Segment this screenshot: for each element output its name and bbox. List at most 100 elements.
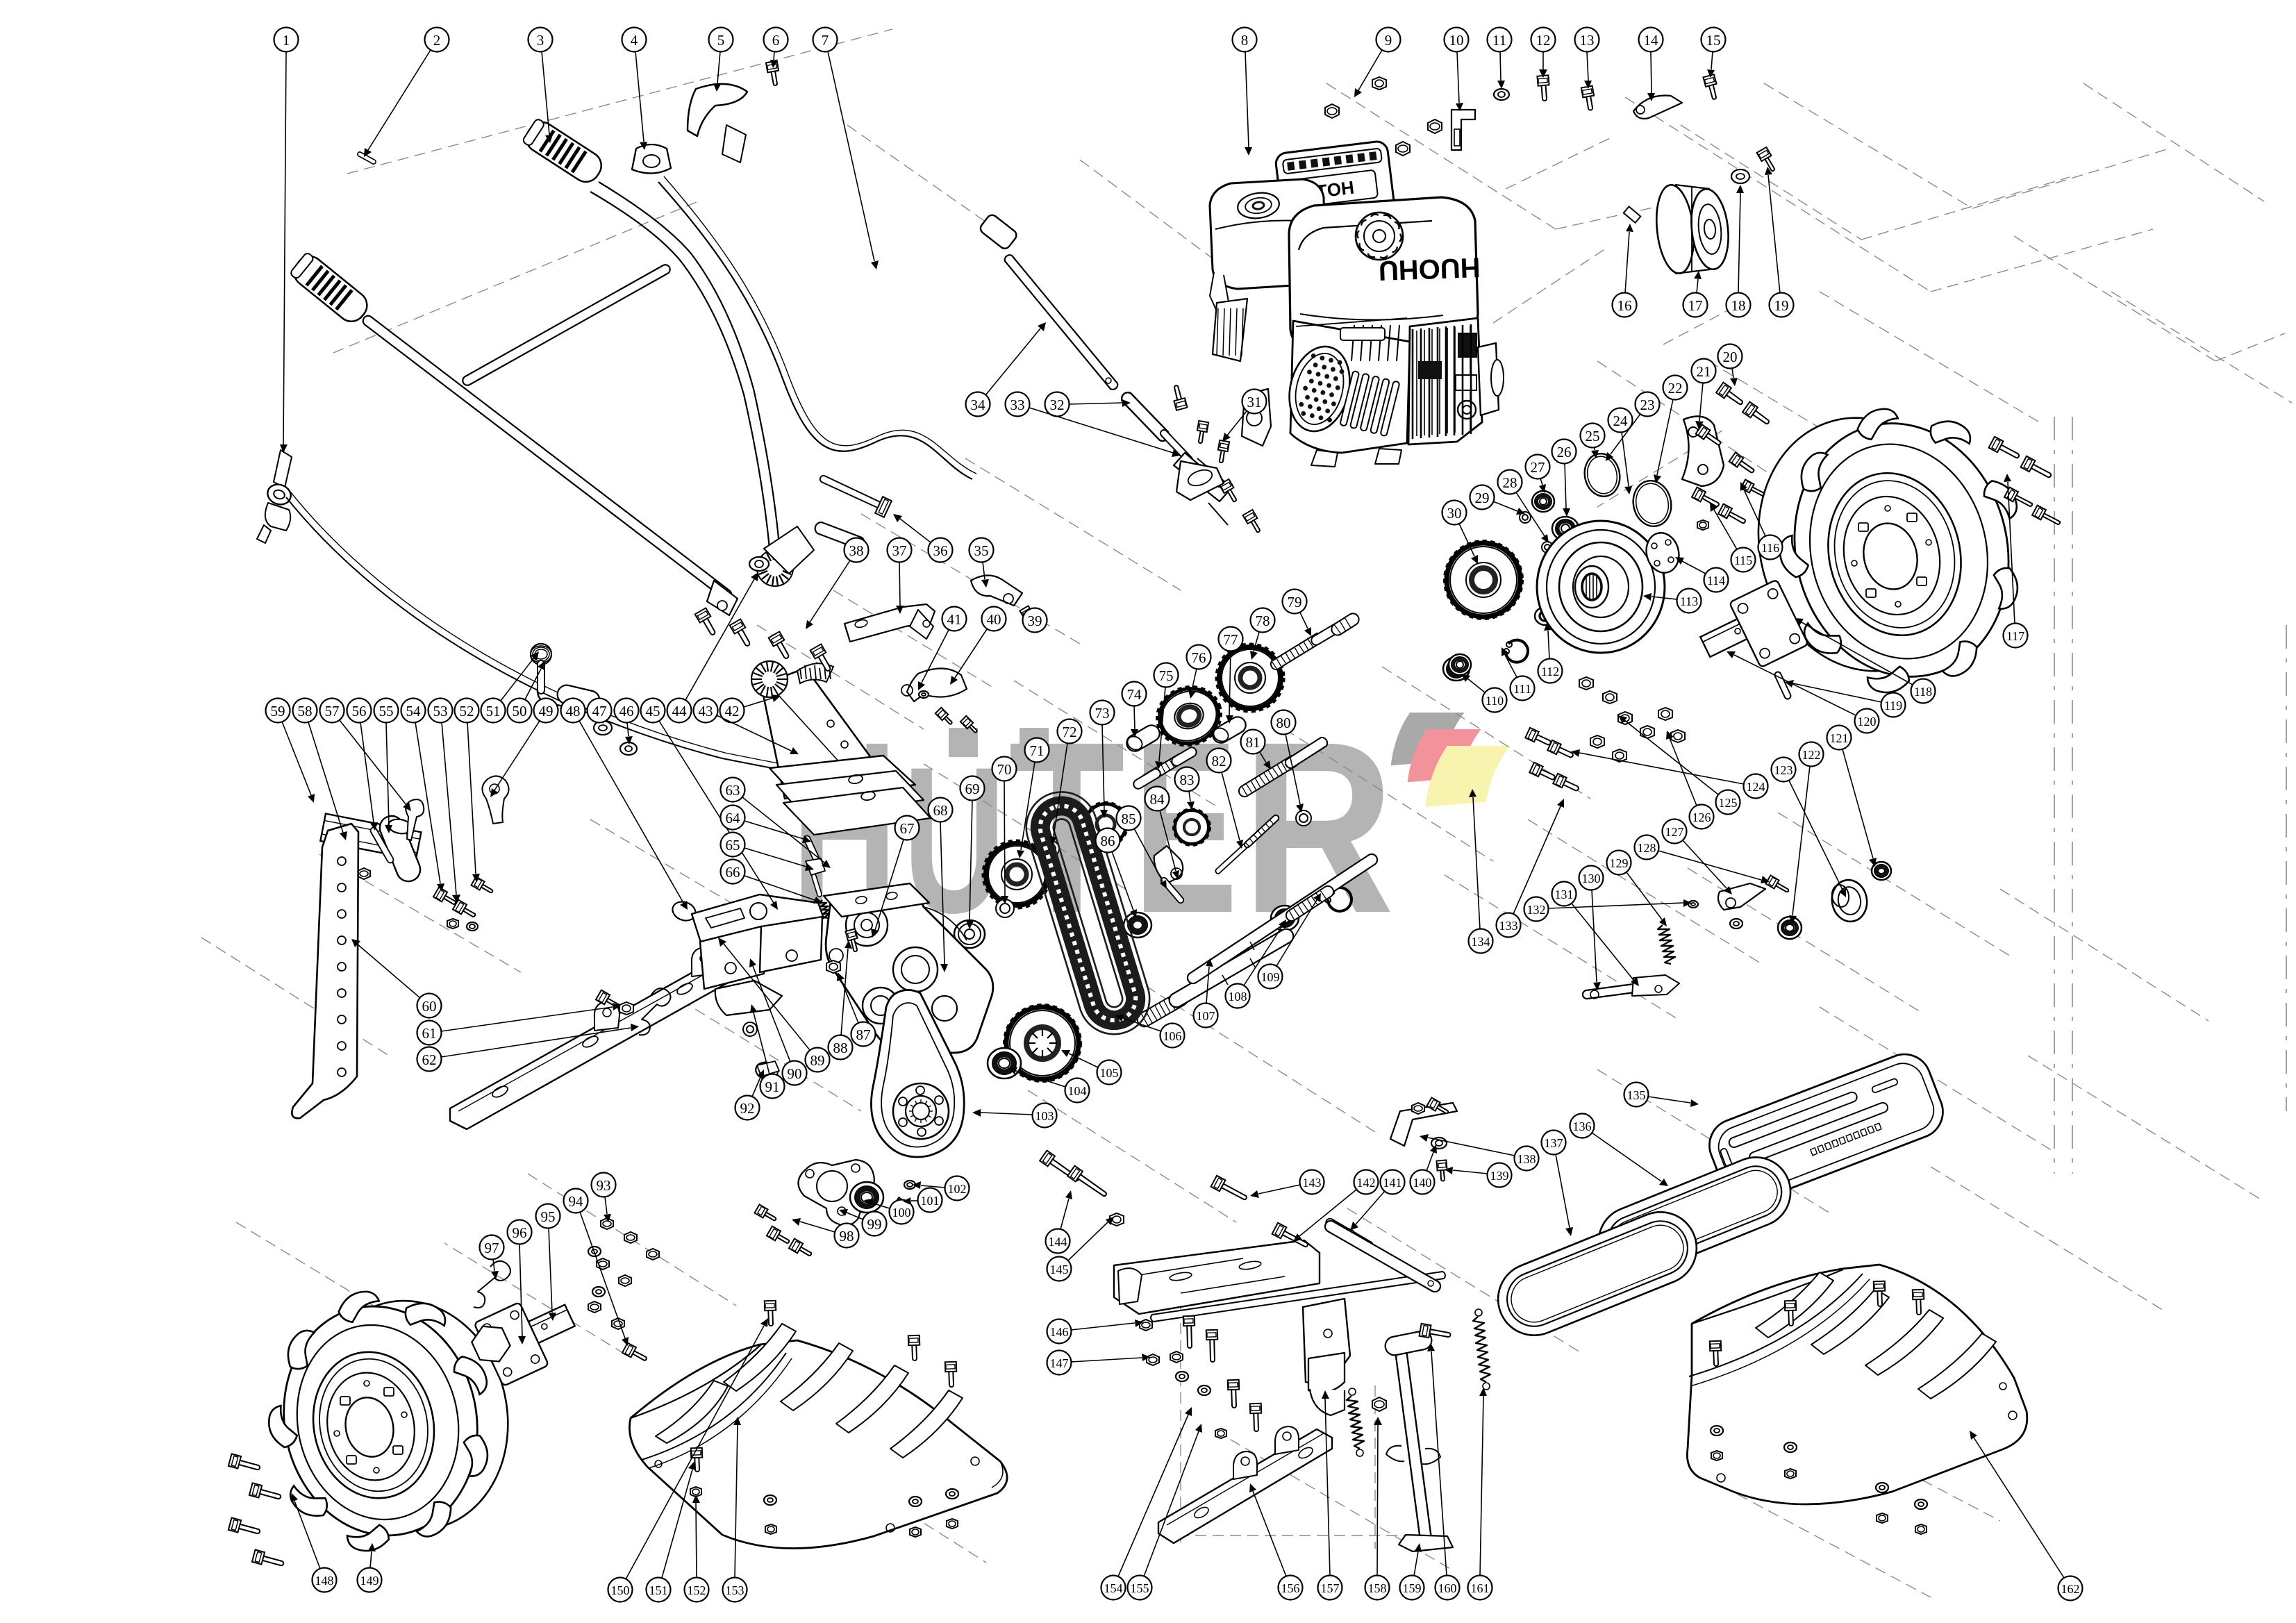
svg-text:13: 13 — [1580, 32, 1595, 49]
svg-text:59: 59 — [271, 703, 285, 719]
svg-text:63: 63 — [726, 782, 740, 799]
svg-text:115: 115 — [1734, 554, 1752, 567]
svg-text:92: 92 — [740, 1100, 755, 1117]
svg-text:67: 67 — [900, 820, 915, 837]
svg-text:131: 131 — [1555, 888, 1574, 901]
svg-text:29: 29 — [1475, 490, 1490, 506]
svg-text:47: 47 — [592, 703, 607, 719]
svg-text:24: 24 — [1613, 413, 1629, 429]
svg-text:57: 57 — [325, 703, 340, 719]
svg-text:119: 119 — [1884, 699, 1902, 713]
svg-text:100: 100 — [892, 1206, 911, 1220]
svg-text:31: 31 — [1247, 394, 1262, 410]
svg-text:64: 64 — [726, 810, 741, 826]
svg-text:146: 146 — [1050, 1325, 1069, 1339]
svg-text:68: 68 — [933, 802, 948, 819]
svg-text:5: 5 — [717, 32, 725, 49]
svg-text:21: 21 — [1697, 363, 1711, 380]
svg-text:156: 156 — [1281, 1581, 1300, 1595]
svg-text:61: 61 — [422, 1025, 437, 1042]
svg-text:161: 161 — [1471, 1581, 1490, 1595]
svg-text:11: 11 — [1492, 32, 1506, 49]
svg-text:7: 7 — [822, 32, 829, 49]
svg-text:159: 159 — [1403, 1581, 1422, 1595]
svg-text:116: 116 — [1761, 541, 1779, 555]
svg-text:56: 56 — [352, 703, 367, 719]
svg-text:86: 86 — [1101, 833, 1115, 849]
svg-text:26: 26 — [1557, 444, 1572, 460]
svg-text:79: 79 — [1288, 594, 1302, 610]
svg-text:133: 133 — [1499, 919, 1518, 933]
svg-text:74: 74 — [1127, 686, 1142, 703]
svg-text:48: 48 — [566, 703, 581, 719]
svg-text:91: 91 — [765, 1079, 780, 1095]
svg-text:117: 117 — [2006, 629, 2024, 643]
svg-text:143: 143 — [1303, 1176, 1322, 1190]
svg-text:46: 46 — [619, 703, 634, 719]
svg-text:30: 30 — [1447, 505, 1462, 522]
svg-text:97: 97 — [485, 1240, 499, 1256]
svg-text:4: 4 — [631, 32, 638, 49]
svg-text:80: 80 — [1276, 715, 1291, 731]
svg-text:102: 102 — [948, 1182, 967, 1196]
svg-text:75: 75 — [1159, 667, 1174, 684]
svg-text:144: 144 — [1049, 1235, 1067, 1249]
svg-text:141: 141 — [1383, 1176, 1402, 1190]
svg-text:2: 2 — [433, 32, 441, 49]
svg-text:152: 152 — [688, 1583, 706, 1597]
svg-text:58: 58 — [298, 703, 313, 719]
svg-text:125: 125 — [1719, 796, 1738, 810]
svg-text:128: 128 — [1638, 841, 1656, 855]
svg-text:150: 150 — [611, 1583, 630, 1597]
svg-text:107: 107 — [1197, 1009, 1215, 1023]
svg-text:81: 81 — [1246, 734, 1261, 751]
svg-text:60: 60 — [422, 998, 437, 1015]
svg-text:71: 71 — [1030, 742, 1045, 759]
svg-text:98: 98 — [840, 1228, 854, 1245]
svg-text:129: 129 — [1610, 856, 1629, 870]
svg-text:120: 120 — [1858, 715, 1877, 729]
svg-text:142: 142 — [1357, 1176, 1376, 1190]
svg-text:72: 72 — [1063, 724, 1077, 740]
svg-text:84: 84 — [1150, 791, 1165, 808]
svg-text:15: 15 — [1706, 32, 1721, 49]
svg-text:82: 82 — [1212, 753, 1226, 769]
svg-text:112: 112 — [1541, 665, 1559, 679]
svg-text:78: 78 — [1256, 613, 1270, 629]
svg-text:90: 90 — [788, 1065, 802, 1082]
svg-text:95: 95 — [541, 1208, 556, 1225]
svg-text:89: 89 — [810, 1052, 825, 1069]
svg-text:69: 69 — [965, 781, 980, 797]
svg-text:148: 148 — [315, 1574, 334, 1588]
svg-text:87: 87 — [856, 1026, 871, 1043]
svg-text:54: 54 — [406, 703, 422, 719]
svg-text:9: 9 — [1385, 32, 1392, 49]
svg-text:138: 138 — [1517, 1152, 1536, 1166]
svg-text:53: 53 — [433, 703, 448, 719]
svg-text:41: 41 — [947, 611, 962, 628]
svg-text:6: 6 — [772, 32, 780, 49]
svg-text:19: 19 — [1774, 297, 1789, 314]
svg-text:154: 154 — [1104, 1581, 1123, 1595]
svg-text:73: 73 — [1095, 705, 1110, 722]
svg-text:121: 121 — [1830, 731, 1849, 745]
svg-text:76: 76 — [1192, 649, 1206, 666]
svg-text:126: 126 — [1692, 810, 1711, 824]
svg-text:44: 44 — [672, 703, 688, 719]
svg-text:65: 65 — [726, 837, 740, 854]
svg-text:77: 77 — [1224, 631, 1238, 648]
svg-text:99: 99 — [867, 1216, 882, 1233]
svg-text:158: 158 — [1368, 1581, 1387, 1595]
svg-text:109: 109 — [1261, 970, 1280, 984]
svg-text:93: 93 — [597, 1177, 611, 1194]
svg-text:52: 52 — [460, 703, 474, 719]
svg-text:110: 110 — [1486, 694, 1504, 708]
svg-text:22: 22 — [1668, 380, 1683, 397]
svg-text:33: 33 — [1010, 397, 1025, 413]
svg-text:106: 106 — [1163, 1029, 1182, 1043]
svg-text:28: 28 — [1503, 474, 1517, 491]
svg-text:HUOHU: HUOHU — [1378, 251, 1481, 285]
svg-text:37: 37 — [892, 542, 907, 559]
svg-text:83: 83 — [1180, 772, 1195, 788]
svg-text:25: 25 — [1586, 428, 1600, 444]
